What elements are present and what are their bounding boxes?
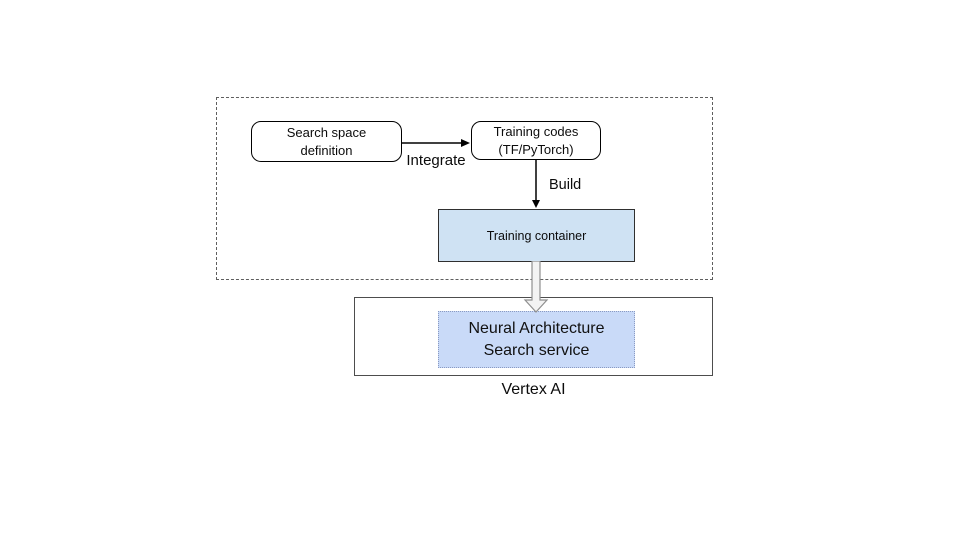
training-codes-box: Training codes (TF/PyTorch) <box>471 121 601 160</box>
build-arrow-icon <box>532 160 540 208</box>
vertex-ai-label: Vertex AI <box>501 381 566 398</box>
dashed-group-container <box>216 97 713 280</box>
training-codes-label: Training codes (TF/PyTorch) <box>493 123 579 157</box>
search-space-definition-label: Search space definition <box>286 124 367 158</box>
integrate-edge-label: Integrate <box>406 152 466 169</box>
nas-service-label: Neural Architecture Search service <box>468 319 605 359</box>
training-container-label: Training container <box>486 228 587 243</box>
nas-service-box: Neural Architecture Search service <box>438 311 635 368</box>
training-container-box: Training container <box>438 209 635 262</box>
search-space-definition-box: Search space definition <box>251 121 402 162</box>
build-edge-label: Build <box>549 177 582 193</box>
integrate-arrow-icon <box>402 139 470 147</box>
submit-arrow-icon <box>523 261 549 313</box>
